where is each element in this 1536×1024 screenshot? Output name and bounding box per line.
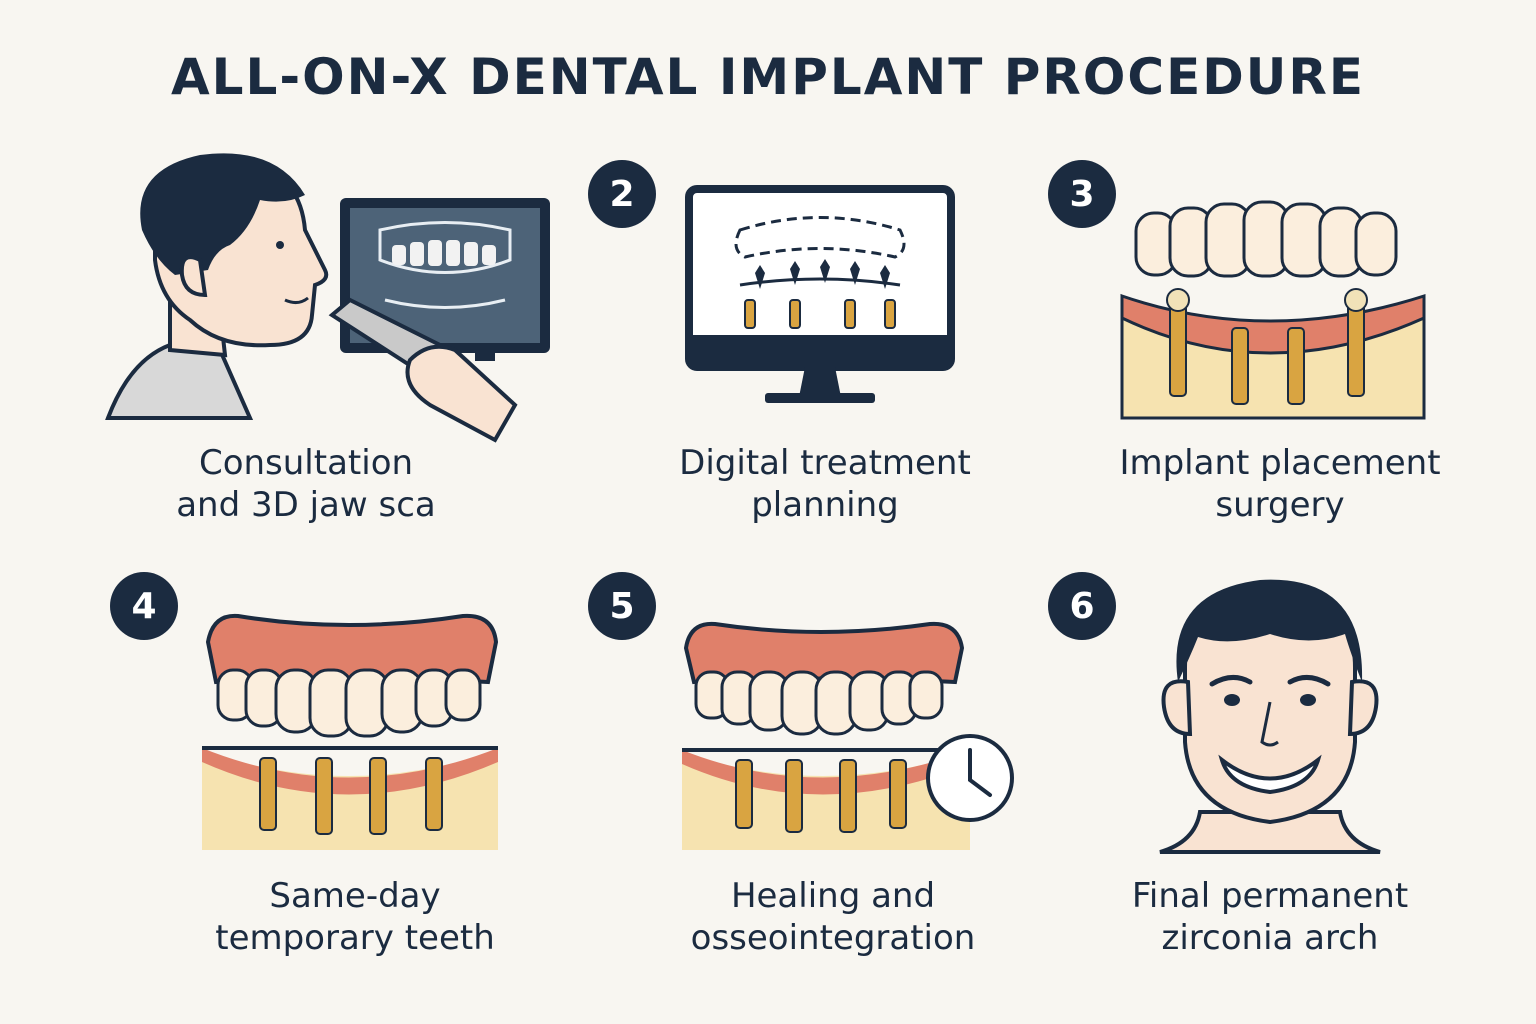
step-6-number-badge: 6	[1048, 572, 1116, 640]
step-3-caption: Implant placement surgery	[1119, 443, 1441, 525]
step-2-caption: Digital treatment planning	[679, 443, 971, 525]
page-title: ALL-ON-X DENTAL IMPLANT PROCEDURE	[170, 48, 1366, 106]
denture-implants-icon	[202, 613, 499, 850]
step-4-number-badge: 4	[110, 572, 178, 640]
step-2-number-badge: 2	[588, 160, 656, 228]
step-5-caption: Healing and osseointegration	[690, 876, 976, 958]
healing-clock-icon	[682, 621, 1014, 850]
step-6-caption: Final permanent zirconia arch	[1131, 876, 1409, 958]
patient-scan-icon	[105, 153, 550, 443]
step-3-number-badge: 3	[1048, 160, 1116, 228]
step-5-number-badge: 5	[588, 572, 656, 640]
monitor-plan-icon	[685, 185, 955, 403]
implant-jaw-icon	[1120, 200, 1426, 420]
step-4-caption: Same-day temporary teeth	[215, 876, 495, 958]
step-1-caption: Consultation and 3D jaw sca	[176, 443, 436, 525]
smiling-face-icon	[1159, 579, 1381, 854]
